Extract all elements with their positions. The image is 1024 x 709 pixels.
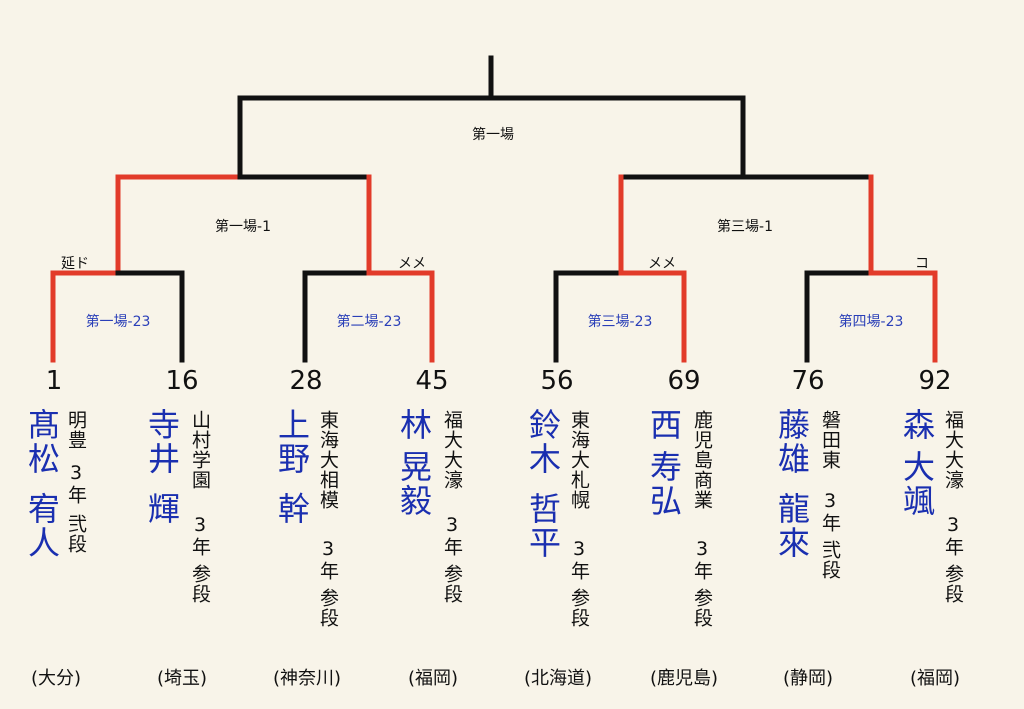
player-name-6-line2: 寿弘 bbox=[645, 450, 683, 518]
player-seed-5: 56 bbox=[540, 366, 574, 396]
quarter-result-2: メメ bbox=[398, 256, 426, 272]
player-seed-6: 69 bbox=[667, 366, 701, 396]
player-grade-4: 3年 bbox=[441, 514, 463, 557]
player-name-8-line1: 森 bbox=[898, 408, 936, 442]
player-name-6-line1: 西 bbox=[645, 408, 683, 442]
player-rank-2: 参段 bbox=[189, 564, 211, 604]
player-pref-6: (鹿児島) bbox=[649, 668, 719, 689]
player-name-2-line1: 寺井 bbox=[143, 408, 181, 476]
player-grade-3: 3年 bbox=[317, 538, 339, 581]
player-name-7-line1: 藤雄 bbox=[773, 408, 811, 476]
player-grade-2: 3年 bbox=[189, 514, 211, 557]
player-seed-8: 92 bbox=[918, 366, 952, 396]
player-name-5-line2: 哲平 bbox=[524, 492, 562, 560]
player-pref-8: (福岡) bbox=[909, 668, 961, 689]
quarter-match-label-3: 第三場-23 bbox=[587, 314, 653, 330]
player-school-5: 東海大札幌 bbox=[568, 410, 590, 510]
player-rank-6: 参段 bbox=[691, 588, 713, 628]
player-seed-2: 16 bbox=[165, 366, 199, 396]
player-seed-1: 1 bbox=[45, 366, 63, 396]
quarter-match-label-2: 第二場-23 bbox=[336, 314, 402, 330]
player-school-2: 山村学園 bbox=[189, 410, 211, 490]
player-name-8-line2: 大颯 bbox=[898, 450, 936, 518]
player-name-3-line1: 上野 bbox=[273, 408, 311, 476]
player-rank-8: 参段 bbox=[942, 564, 964, 604]
quarter-result-4: コ bbox=[915, 256, 929, 272]
player-name-5-line1: 鈴木 bbox=[524, 408, 562, 476]
player-pref-5: (北海道) bbox=[523, 668, 593, 689]
player-grade-5: 3年 bbox=[568, 538, 590, 581]
player-school-8: 福大大濠 bbox=[942, 410, 964, 490]
player-name-4-line1: 林 bbox=[395, 408, 433, 442]
player-pref-3: (神奈川) bbox=[272, 668, 342, 689]
player-name-4-line2: 晃毅 bbox=[395, 450, 433, 518]
player-seed-4: 45 bbox=[415, 366, 449, 396]
quarter-match-label-1: 第一場-23 bbox=[85, 314, 151, 330]
quarter-result-3: メメ bbox=[648, 256, 676, 272]
player-pref-4: (福岡) bbox=[407, 668, 459, 689]
player-pref-2: (埼玉) bbox=[156, 668, 208, 689]
player-name-7-line2: 龍來 bbox=[773, 492, 811, 560]
player-pref-7: (静岡) bbox=[782, 668, 834, 689]
player-seed-3: 28 bbox=[289, 366, 323, 396]
semi-court-label-2: 第三場-1 bbox=[717, 219, 773, 235]
player-seed-7: 76 bbox=[791, 366, 825, 396]
player-school-4: 福大大濠 bbox=[441, 410, 463, 490]
player-pref-1: (大分) bbox=[30, 668, 82, 689]
player-name-2-line2: 輝 bbox=[143, 492, 181, 526]
semi-court-label-1: 第一場-1 bbox=[215, 219, 271, 235]
player-grade-8: 3年 bbox=[942, 514, 964, 557]
player-grade-7: 3年 bbox=[819, 490, 841, 533]
player-name-3-line2: 幹 bbox=[273, 492, 311, 526]
player-rank-7: 弐段 bbox=[819, 540, 841, 580]
player-name-1-line2: 宥人 bbox=[23, 492, 61, 560]
player-rank-1: 弐段 bbox=[65, 514, 87, 554]
player-school-3: 東海大相模 bbox=[317, 410, 339, 510]
player-school-7: 磐田東 bbox=[819, 410, 841, 470]
final-court-label: 第一場 bbox=[472, 127, 514, 143]
player-rank-4: 参段 bbox=[441, 564, 463, 604]
player-grade-1: 3年 bbox=[65, 462, 87, 505]
player-rank-3: 参段 bbox=[317, 588, 339, 628]
quarter-result-1: 延ド bbox=[61, 256, 89, 272]
player-school-1: 明豊 bbox=[65, 410, 87, 450]
player-grade-6: 3年 bbox=[691, 538, 713, 581]
player-name-1-line1: 髙松 bbox=[23, 408, 61, 476]
player-school-6: 鹿児島商業 bbox=[691, 410, 713, 510]
quarter-match-label-4: 第四場-23 bbox=[838, 314, 904, 330]
player-rank-5: 参段 bbox=[568, 588, 590, 628]
